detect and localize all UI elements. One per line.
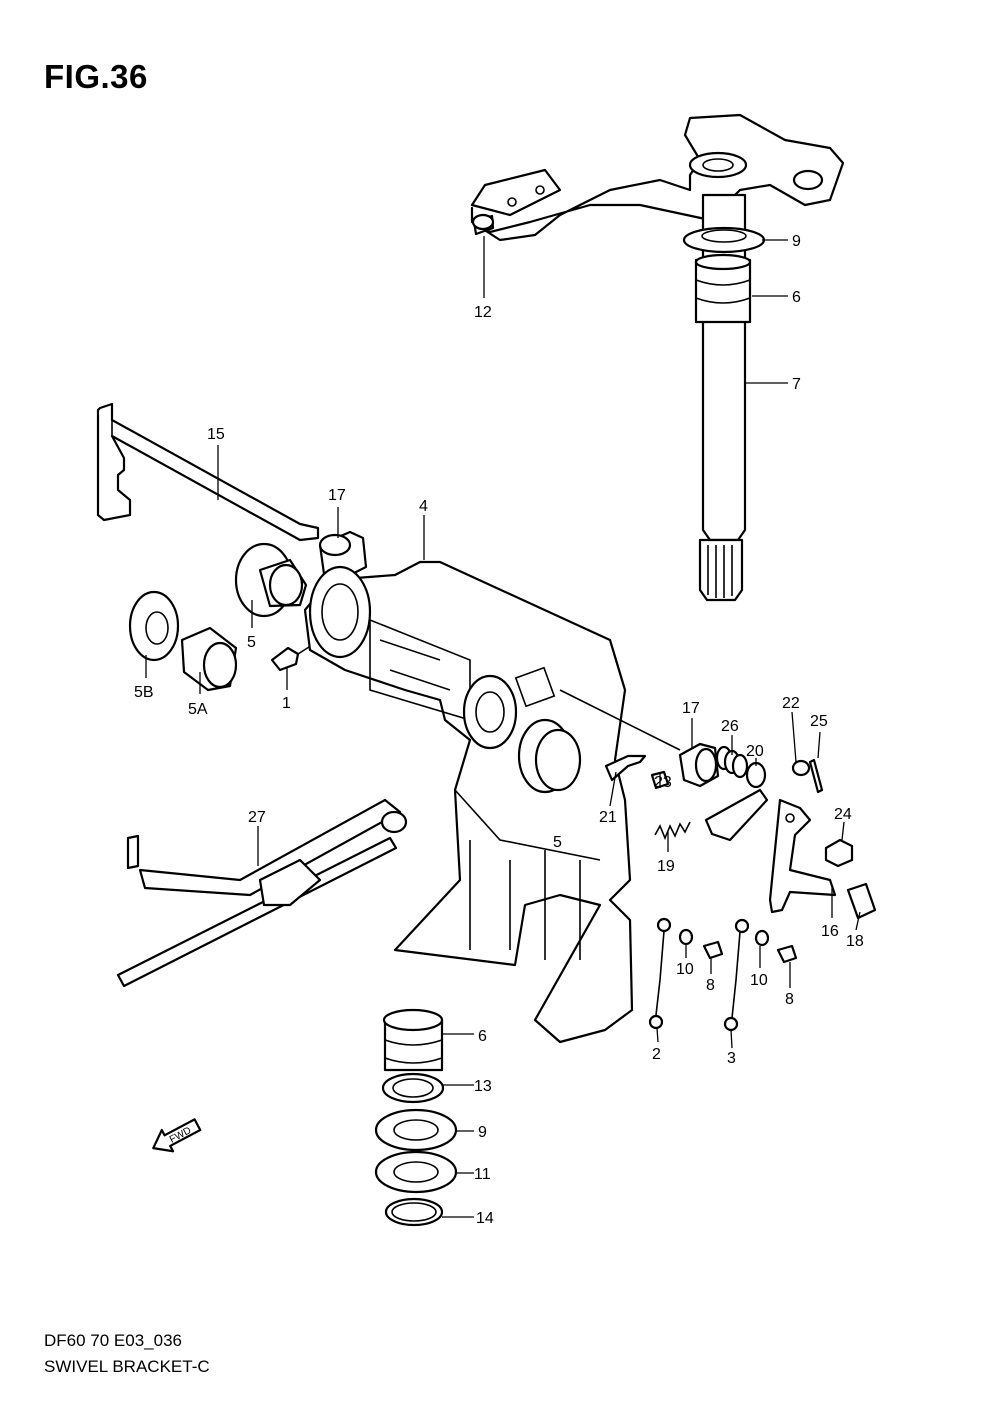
- callout-5a: 5A: [188, 701, 208, 718]
- footer-diagram-name: SWIVEL BRACKET-C: [44, 1357, 210, 1376]
- tilt-rod-15: [96, 402, 320, 542]
- callout-17-right: 17: [682, 700, 700, 717]
- washer-22: [791, 759, 811, 777]
- callout-9-bottom: 9: [478, 1124, 487, 1141]
- callout-5-mid: 5: [553, 834, 562, 851]
- figure-title: FIG.36: [44, 58, 148, 95]
- bolt-8-right: [776, 944, 798, 964]
- callout-3: 3: [727, 1050, 736, 1067]
- steering-arm: [470, 113, 845, 242]
- ground-wire-2: [648, 917, 672, 1030]
- washer-10-right: [754, 929, 770, 947]
- callout-9-top: 9: [792, 233, 801, 250]
- callout-14: 14: [476, 1210, 494, 1227]
- lever-20: [704, 761, 769, 842]
- fwd-label: FWD: [168, 1125, 193, 1145]
- callout-6-bottom: 6: [478, 1028, 487, 1045]
- callout-27: 27: [248, 809, 266, 826]
- callout-5b: 5B: [134, 684, 154, 701]
- callout-8-right: 8: [785, 991, 794, 1008]
- washer-10-left: [678, 928, 694, 946]
- leader-lines: [145, 236, 861, 1218]
- ground-wire-3: [723, 918, 750, 1032]
- nut-24: [824, 838, 854, 868]
- stopper-lever-16: [768, 798, 837, 914]
- bolt-12: [471, 213, 495, 236]
- footer-diagram-code: DF60 70 E03_036: [44, 1331, 182, 1350]
- washer-9-top: [682, 226, 766, 254]
- washer-5b: [128, 590, 180, 662]
- spring-19: [654, 821, 691, 841]
- forward-arrow: FWD: [152, 1118, 202, 1153]
- grip-18: [846, 882, 877, 920]
- bushing-5-mid: [517, 718, 582, 794]
- callout-1: 1: [282, 695, 291, 712]
- callout-11: 11: [474, 1166, 491, 1183]
- callout-10-right: 10: [750, 972, 768, 989]
- callout-8-left: 8: [706, 977, 715, 994]
- callout-7: 7: [792, 376, 801, 393]
- callout-25: 25: [810, 713, 828, 730]
- callout-26: 26: [721, 718, 739, 735]
- bushing-17-right: [559, 689, 720, 788]
- callout-19: 19: [657, 858, 675, 875]
- bushing-5-left: [234, 542, 308, 618]
- callout-24: 24: [834, 806, 852, 823]
- washer-11: [374, 1150, 458, 1194]
- bolt-8-left: [702, 940, 724, 960]
- bushing-5a: [180, 626, 238, 692]
- callout-13: 13: [474, 1078, 492, 1095]
- callout-21: 21: [599, 809, 617, 826]
- washer-9-bottom: [374, 1108, 458, 1152]
- callout-10-left: 10: [676, 961, 694, 978]
- callout-6-top: 6: [792, 289, 801, 306]
- bushing-6-bottom: [382, 1008, 444, 1072]
- callout-17-left: 17: [328, 487, 346, 504]
- callout-22: 22: [782, 695, 800, 712]
- snap-ring-14: [384, 1197, 444, 1227]
- callout-18: 18: [846, 933, 864, 950]
- callout-15: 15: [207, 426, 225, 443]
- callout-16: 16: [821, 923, 839, 940]
- callout-5-left: 5: [247, 634, 256, 651]
- callout-20: 20: [746, 743, 764, 760]
- washer-13: [381, 1072, 445, 1104]
- callout-2: 2: [652, 1046, 661, 1063]
- callout-23: 23: [654, 774, 672, 791]
- callout-4: 4: [419, 498, 428, 515]
- swivel-bracket-4: [303, 560, 634, 1044]
- tie-rod-27: [116, 798, 408, 988]
- bushing-6-top: [694, 253, 752, 324]
- callout-12: 12: [474, 304, 492, 321]
- cotter-pin-25: [808, 758, 824, 794]
- callout-labels: 9 6 7 12 15 17 4 5 5B 5A 1 17 26 22 25 2…: [134, 233, 864, 1227]
